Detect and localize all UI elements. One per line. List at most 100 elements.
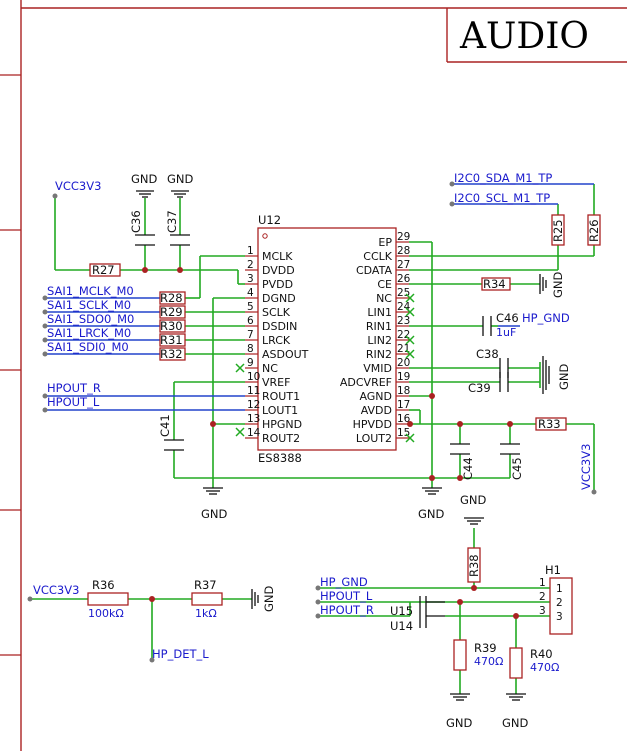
net-sai-mclk: SAI1_MCLK_M0	[47, 284, 134, 298]
u12-pin-name-19: ADCVREF	[340, 376, 392, 389]
u12-pin-num-8: 8	[247, 343, 254, 355]
c45-ref: C45	[510, 457, 524, 480]
u12-pin-name-20: VMID	[363, 362, 392, 375]
u12-pin-num-1: 1	[247, 245, 254, 257]
resistor-r33	[535, 417, 567, 431]
u14-ref: U14	[390, 619, 413, 633]
u12-ref: U12	[258, 213, 281, 227]
c46-value: 1uF	[496, 326, 516, 339]
u12-pin-name-1: MCLK	[262, 250, 293, 263]
u15-ref: U15	[390, 604, 413, 618]
u12-pin-name-13: HPGND	[262, 418, 302, 431]
net-gnd-r39: GND	[446, 716, 473, 730]
net-gnd-c36: GND	[131, 172, 158, 186]
resistor-r30	[159, 319, 186, 333]
r40-ref: R40	[530, 647, 553, 661]
u12-pin-num-26: 26	[397, 273, 411, 285]
u12-part-name: ES8388	[258, 451, 302, 465]
capacitor-c38	[499, 358, 509, 378]
u12-right-pins: 29EP28CCLK27CDATA26CE25NC24LIN123RIN122L…	[340, 231, 411, 445]
resistor-r29	[159, 305, 186, 319]
u12-pin-num-23: 23	[397, 315, 410, 327]
net-hp-det: HP_DET_L	[152, 647, 209, 661]
u12-pin1-marker	[262, 233, 268, 239]
u12-pin-name-22: LIN2	[367, 334, 392, 347]
u12-pin-name-12: LOUT1	[262, 404, 298, 417]
u12-pin-num-29: 29	[397, 231, 410, 243]
h1-pin-num-2: 2	[539, 591, 546, 603]
u12-pin-num-11: 11	[247, 385, 260, 397]
u12-pin-name-27: CDATA	[356, 264, 392, 277]
net-gnd-ce: GND	[551, 271, 565, 298]
u12-pin-name-14: ROUT2	[262, 432, 300, 445]
u12-pin-num-20: 20	[397, 357, 410, 369]
r36-ref: R36	[92, 578, 115, 592]
capacitor-c36	[135, 234, 155, 246]
net-i2c-sda: I2C0_SDA_M1_TP	[454, 171, 552, 185]
h1-pin-label-2: 2	[556, 597, 563, 609]
net-sai-sdi: SAI1_SDI0_M0	[47, 340, 129, 354]
u12-pin-name-8: ASDOUT	[262, 348, 309, 361]
net-vcc3v3-top: VCC3V3	[55, 179, 101, 193]
net-hp-gnd-bottom: HP_GND	[320, 575, 368, 589]
u12-pin-num-19: 19	[397, 371, 410, 383]
net-gnd-bottom-left: GND	[201, 507, 228, 521]
u12-pin-name-5: SCLK	[262, 306, 291, 319]
r37-value: 1kΩ	[195, 607, 217, 620]
resistor-r36	[87, 592, 129, 606]
r40-value: 470Ω	[530, 661, 559, 674]
net-sai-lrck: SAI1_LRCK_M0	[47, 326, 131, 340]
ground-symbols	[136, 190, 550, 701]
u12-pin-name-17: AVDD	[361, 404, 392, 417]
h1-pin-num-1: 1	[539, 577, 546, 589]
u12-pin-num-27: 27	[397, 259, 410, 271]
net-vcc3v3-det: VCC3V3	[33, 583, 79, 597]
u12-pin-num-13: 13	[247, 413, 260, 425]
u12-pin-name-9: NC	[262, 362, 278, 375]
resistor-r40	[509, 647, 523, 679]
resistor-r26	[587, 214, 601, 246]
net-gnd-c37: GND	[167, 172, 194, 186]
u12-pin-num-2: 2	[247, 259, 254, 271]
u12-pin-num-14: 14	[247, 427, 261, 439]
net-sai-sclk: SAI1_SCLK_M0	[47, 298, 131, 312]
capacitor-c39	[499, 372, 509, 392]
u12-body	[257, 227, 397, 451]
u12-pin-name-11: ROUT1	[262, 390, 300, 403]
u12-pin-name-4: DGND	[262, 292, 296, 305]
r25-ref: R25	[551, 219, 565, 242]
no-connect-markers	[235, 293, 415, 443]
r28-ref: R28	[160, 291, 183, 305]
u12-pin-name-25: NC	[376, 292, 392, 305]
u12-pin-name-23: RIN1	[366, 320, 392, 333]
net-gnd-r37: GND	[262, 585, 276, 612]
u12-pin-num-10: 10	[247, 371, 260, 383]
u12-pin-name-26: CE	[377, 278, 392, 291]
c41-ref: C41	[158, 414, 172, 437]
capacitor-c45	[500, 443, 520, 455]
c38-ref: C38	[476, 347, 499, 361]
u12-pin-num-4: 4	[247, 287, 254, 299]
capacitor-c41	[164, 439, 184, 451]
u12-pin-name-6: DSDIN	[262, 320, 297, 333]
esd-diode-u15-u14	[419, 596, 445, 628]
u12-pin-num-17: 17	[397, 399, 410, 411]
r33-ref: R33	[538, 417, 561, 431]
r34-ref: R34	[483, 277, 506, 291]
net-gnd-r40: GND	[502, 716, 529, 730]
net-gnd-vmid: GND	[557, 363, 571, 390]
capacitor-c44	[450, 443, 470, 455]
net-gnd-bottom-mid: GND	[418, 507, 445, 521]
capacitor-c37	[170, 234, 190, 246]
u12-pin-name-21: RIN2	[366, 348, 392, 361]
net-hp-gnd-rin: HP_GND	[522, 311, 570, 325]
u12-chip	[257, 227, 397, 451]
c36-ref: C36	[129, 210, 143, 233]
c39-ref: C39	[468, 381, 491, 395]
u12-pin-num-7: 7	[247, 329, 254, 341]
r26-ref: R26	[587, 219, 601, 242]
c44-ref: C44	[461, 457, 475, 480]
net-hpout-l-bottom: HPOUT_L	[320, 589, 373, 603]
sheet-title: AUDIO	[459, 16, 589, 57]
